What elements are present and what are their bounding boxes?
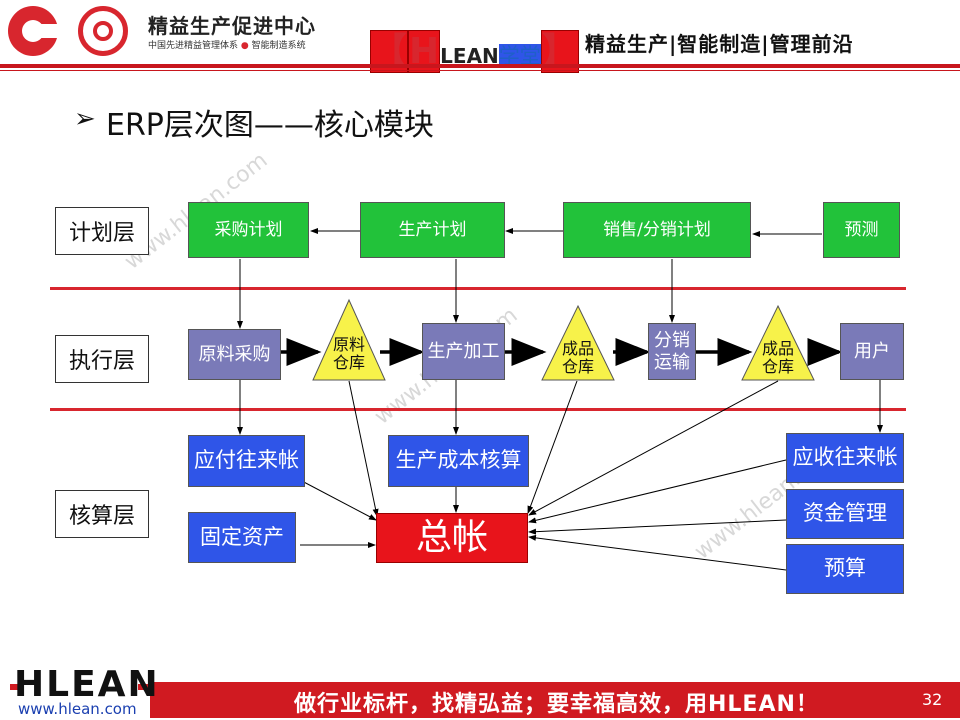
arrow-payables-to-ledger (299, 479, 377, 521)
footer-logo-accent (138, 684, 154, 690)
arrow-funds-to-ledger (528, 519, 787, 535)
footer-logo: HLEAN (14, 664, 160, 705)
footer-slogan: 做行业标杆，找精弘益；要幸福高效，用HLEAN！ (294, 692, 819, 717)
title-bullet-icon: ➢ (74, 104, 96, 134)
brand-sub-right: 智能制造系统 (251, 41, 306, 51)
box-user: 用户 (840, 323, 904, 380)
brand-logo-ring (78, 6, 128, 56)
footer-url-link[interactable]: www.hlean.com (18, 700, 137, 718)
raw-warehouse-triangle (312, 298, 386, 381)
box-raw-purchase: 原料采购 (188, 329, 281, 380)
box-cost-accounting: 生产成本核算 (388, 435, 529, 487)
arrow-finished2-to-ledger (528, 380, 779, 516)
layer-label-exec: 执行层 (55, 335, 149, 383)
arrow-receivables-to-ledger (528, 459, 787, 524)
header-tagline: 精益生产|智能制造|管理前沿 (585, 32, 854, 56)
brand-sub-left: 中国先进精益管理体系 (148, 41, 239, 51)
box-sales-plan: 销售/分销计划 (563, 202, 751, 258)
box-receivables: 应收往来帐 (786, 433, 904, 483)
box-budget: 预算 (786, 544, 904, 594)
header-divider (0, 64, 960, 68)
box-purchase-plan: 采购计划 (188, 202, 309, 258)
arrow-budget-to-ledger (528, 534, 787, 571)
finished-warehouse-2-triangle (741, 304, 815, 381)
brand-title: 精益生产促进中心 (148, 14, 316, 38)
layer-label-plan: 计划层 (55, 207, 149, 255)
finished-warehouse-1-triangle (541, 304, 615, 381)
footer-bar (150, 682, 960, 718)
arrow-raw-warehouse-to-ledger (348, 380, 379, 517)
box-general-ledger: 总帐 (376, 513, 528, 563)
page-title: ERP层次图——核心模块 (106, 108, 434, 143)
footer-logo-accent (10, 684, 24, 690)
label-raw-warehouse: 原料仓库 (332, 335, 365, 373)
box-forecast: 预测 (823, 202, 900, 258)
box-production: 生产加工 (422, 323, 505, 380)
brand-sub-dot: ● (240, 41, 249, 51)
layer-label-account: 核算层 (55, 490, 149, 538)
box-fund-management: 资金管理 (786, 489, 904, 539)
box-production-plan: 生产计划 (360, 202, 505, 258)
arrow-finished1-to-ledger (527, 380, 578, 514)
brand-subtitle: 中国先进精益管理体系 ● 智能制造系统 (148, 38, 306, 51)
header-divider-thin (0, 70, 960, 71)
layer-separator (50, 408, 906, 411)
box-fixed-assets: 固定资产 (188, 512, 296, 563)
box-payables: 应付往来帐 (188, 435, 305, 487)
brand-logo-c (8, 6, 60, 56)
label-finished-warehouse-2: 成品仓库 (761, 339, 794, 377)
page-number: 32 (922, 690, 943, 709)
box-distribution: 分销运输 (648, 323, 696, 380)
label-finished-warehouse-1: 成品仓库 (561, 339, 594, 377)
layer-separator (50, 287, 906, 290)
